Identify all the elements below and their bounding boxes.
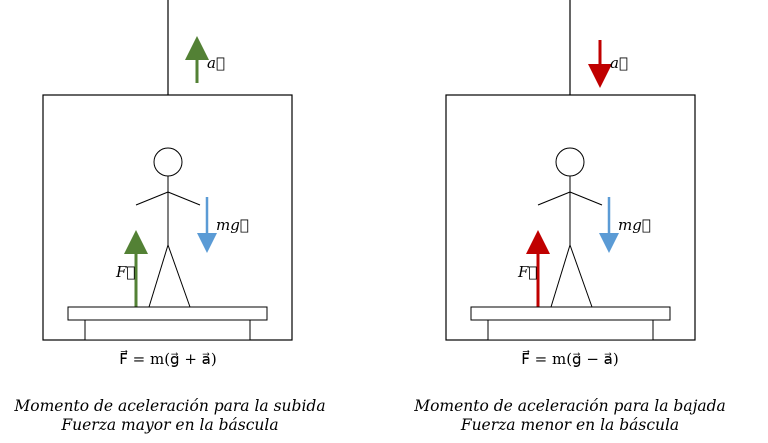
caption-line-1: Momento de aceleración para la subida	[13, 397, 325, 415]
weight-label: mg⃗	[216, 216, 249, 234]
caption-line-2: Fuerza menor en la báscula	[460, 416, 679, 434]
elevator-up-panel: a⃗ mg⃗ F⃗ F⃗ = m(g⃗ + a⃗) Momento de ace…	[13, 0, 326, 434]
scale-top	[470, 306, 671, 321]
caption-line-2: Fuerza mayor en la báscula	[60, 416, 278, 434]
scale-base	[84, 319, 251, 341]
normal-force-label: F⃗	[115, 263, 135, 281]
scale-top	[67, 306, 268, 321]
normal-force-label: F⃗	[517, 263, 537, 281]
equation: F⃗ = m(g⃗ − a⃗)	[521, 349, 618, 368]
weight-label: mg⃗	[618, 216, 651, 234]
acceleration-label: a⃗	[610, 54, 628, 72]
equation: F⃗ = m(g⃗ + a⃗)	[119, 349, 216, 368]
elevator-down-panel: a⃗ mg⃗ F⃗ F⃗ = m(g⃗ − a⃗) Momento de ace…	[413, 0, 726, 434]
scale-base	[487, 319, 654, 341]
caption-line-1: Momento de aceleración para la bajada	[413, 397, 726, 415]
acceleration-label: a⃗	[207, 54, 225, 72]
stick-figure	[135, 147, 201, 308]
stick-figure	[537, 147, 603, 308]
